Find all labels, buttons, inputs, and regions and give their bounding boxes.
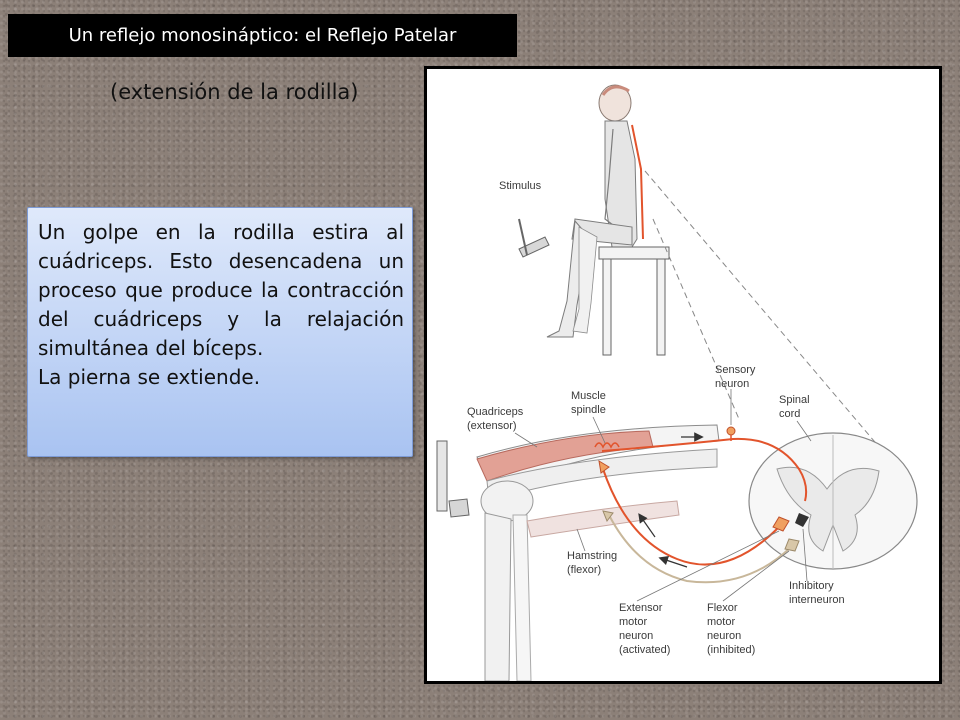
slide-title: Un reflejo monosináptico: el Reflejo Pat… xyxy=(8,14,517,57)
label-flexor-motor-line1: Flexor xyxy=(707,602,738,614)
label-spinal-cord-line1: Spinal xyxy=(779,394,810,406)
leader-quadriceps xyxy=(514,432,538,448)
label-extensor-motor-line1: Extensor xyxy=(619,602,663,614)
label-sensory-neuron-line1: Sensory xyxy=(715,364,756,376)
explanation-paragraph: Un golpe en la rodilla estira al cuádric… xyxy=(38,220,404,360)
seated-person-illustration xyxy=(518,84,670,356)
zoom-line-lower xyxy=(652,218,740,420)
muscle-spindle-coil xyxy=(594,442,620,449)
flexor-terminal xyxy=(602,510,614,523)
label-hamstring-line2: (flexor) xyxy=(567,564,601,576)
flexor-motor-pathway xyxy=(608,514,792,584)
leg-section-illustration xyxy=(436,424,720,681)
label-quadriceps-line1: Quadriceps xyxy=(467,406,524,418)
sensory-pathway xyxy=(601,437,808,502)
patellar-reflex-figure: Stimulus xyxy=(424,66,942,684)
extensor-terminal xyxy=(598,460,610,474)
label-muscle-spindle-line2: spindle xyxy=(571,404,606,416)
spinal-cord-section xyxy=(748,432,918,570)
extensor-motor-neuron-body xyxy=(772,516,790,532)
label-extensor-motor-line2: motor xyxy=(619,616,647,628)
inhibitory-interneuron-body xyxy=(795,513,809,527)
label-sensory-neuron-line2: neuron xyxy=(715,378,749,390)
flexor-direction-arrow xyxy=(658,555,688,568)
label-spinal-cord-line2: cord xyxy=(779,408,800,420)
explanation-text-box: Un golpe en la rodilla estira al cuádric… xyxy=(27,207,413,457)
leader-spinal-cord xyxy=(796,420,812,442)
reflex-diagram: Stimulus xyxy=(436,84,918,681)
label-extensor-motor-line3: neuron xyxy=(619,630,653,642)
label-quadriceps-line2: (extensor) xyxy=(467,420,517,432)
label-inhibitory-line2: interneuron xyxy=(789,594,845,606)
motor-direction-arrow xyxy=(638,513,656,538)
leader-hamstring xyxy=(576,528,586,552)
label-stimulus: Stimulus xyxy=(499,180,542,192)
flexor-motor-neuron-body xyxy=(784,538,800,552)
leader-extensor-motor xyxy=(636,530,780,602)
sensory-cell-body xyxy=(726,426,736,436)
zoom-line-upper xyxy=(644,170,892,462)
explanation-conclusion: La pierna se extiende. xyxy=(38,365,261,389)
label-hamstring-line1: Hamstring xyxy=(567,550,617,562)
slide-subtitle: (extensión de la rodilla) xyxy=(110,80,359,104)
label-flexor-motor-line2: motor xyxy=(707,616,735,628)
label-flexor-motor-line3: neuron xyxy=(707,630,741,642)
label-flexor-motor-line4: (inhibited) xyxy=(707,644,755,656)
label-inhibitory-line1: Inhibitory xyxy=(789,580,834,592)
leader-spindle xyxy=(592,416,606,444)
label-muscle-spindle-line1: Muscle xyxy=(571,390,606,402)
leader-flexor-motor xyxy=(722,550,790,602)
label-extensor-motor-line4: (activated) xyxy=(619,644,670,656)
extensor-motor-pathway xyxy=(602,468,780,566)
leader-inhibitory xyxy=(802,528,808,582)
